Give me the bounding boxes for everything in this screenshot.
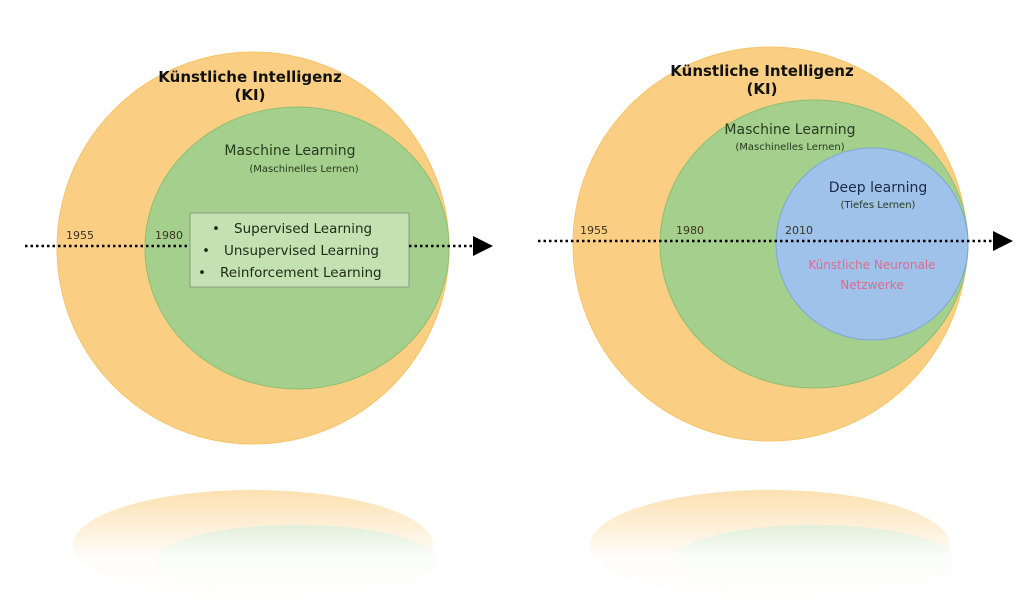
ai-abbr: (KI) xyxy=(747,80,778,98)
bullet: • xyxy=(212,221,220,237)
ml-type-supervised: Supervised Learning xyxy=(234,221,372,237)
year-2010: 2010 xyxy=(785,224,813,237)
ml-title: Maschine Learning xyxy=(724,122,855,138)
year-1955: 1955 xyxy=(580,224,608,237)
ann-label-line1: Künstliche Neuronale xyxy=(808,258,935,272)
bullet: • xyxy=(198,265,206,281)
right-diagram: Künstliche Intelligenz (KI) Maschine Lea… xyxy=(538,46,1013,442)
ml-type-reinforcement: Reinforcement Learning xyxy=(220,265,382,281)
reflection-right xyxy=(560,488,990,602)
bullet: • xyxy=(202,243,210,259)
ml-types-box xyxy=(189,212,410,288)
dl-title: Deep learning xyxy=(829,180,927,196)
reflection-left xyxy=(40,488,490,602)
ml-title: Maschine Learning xyxy=(224,143,355,159)
dl-circle xyxy=(775,147,969,341)
left-diagram: Künstliche Intelligenz (KI) Maschine Lea… xyxy=(25,51,493,445)
ai-abbr: (KI) xyxy=(235,86,266,104)
ml-subtitle: (Maschinelles Lernen) xyxy=(735,142,844,153)
year-1980: 1980 xyxy=(676,224,704,237)
ann-label-line2: Netzwerke xyxy=(840,278,903,292)
year-1955: 1955 xyxy=(66,229,94,242)
dl-subtitle: (Tiefes Lernen) xyxy=(841,200,916,211)
year-1980: 1980 xyxy=(155,229,183,242)
ml-type-unsupervised: Unsupervised Learning xyxy=(224,243,379,259)
ai-title: Künstliche Intelligenz xyxy=(158,68,342,86)
ml-subtitle: (Maschinelles Lernen) xyxy=(249,164,358,175)
ai-title: Künstliche Intelligenz xyxy=(670,62,854,80)
